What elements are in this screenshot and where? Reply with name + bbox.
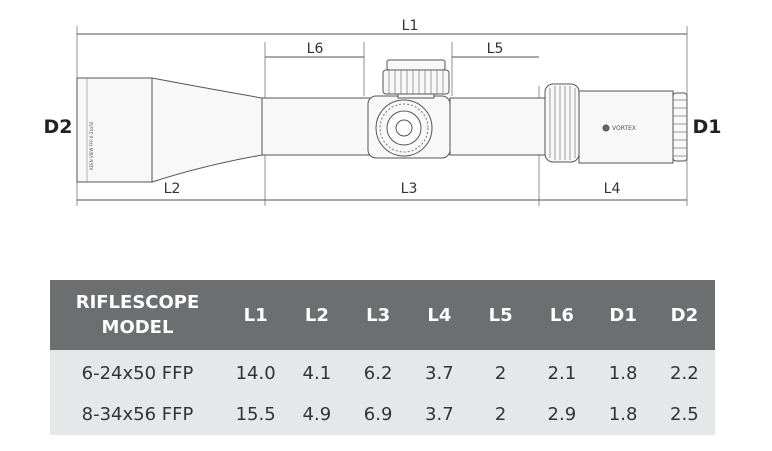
label-l5: L5 <box>487 41 504 57</box>
header-riflescope-model: RIFLESCOPE MODEL <box>50 280 225 350</box>
cell-model: 6-24x50 FFP <box>50 350 225 394</box>
table-header-row: RIFLESCOPE MODEL L1 L2 L3 L4 L5 L6 D1 D2 <box>50 280 715 350</box>
elevation-turret-cap <box>386 59 446 71</box>
cell-l3: 6.2 <box>347 350 409 394</box>
logo-icon <box>602 124 610 132</box>
label-l2: L2 <box>164 181 181 197</box>
elevation-turret <box>382 69 450 95</box>
header-l1: L1 <box>225 280 287 350</box>
spec-table: RIFLESCOPE MODEL L1 L2 L3 L4 L5 L6 D1 D2… <box>50 280 715 435</box>
cell-l3: 6.9 <box>347 394 409 435</box>
diopter-ring <box>672 92 688 162</box>
cell-d1: 1.8 <box>592 394 654 435</box>
cell-l5: 2 <box>470 350 532 394</box>
objective-bell <box>76 77 153 183</box>
cell-l1: 15.5 <box>225 394 287 435</box>
header-l4: L4 <box>408 280 470 350</box>
label-l6: L6 <box>307 41 324 57</box>
label-l4: L4 <box>604 181 621 197</box>
magnification-ring-knurling <box>549 86 576 160</box>
cell-l1: 14.0 <box>225 350 287 394</box>
table-row: 8-34x56 FFP 15.5 4.9 6.9 3.7 2 2.9 1.8 2… <box>50 394 715 435</box>
windage-turret-knurling <box>379 103 429 153</box>
cell-model: 8-34x56 FFP <box>50 394 225 435</box>
dimension-lines <box>77 33 687 201</box>
label-d2: D2 <box>44 116 73 138</box>
table-row: 6-24x50 FFP 14.0 4.1 6.2 3.7 2 2.1 1.8 2… <box>50 350 715 394</box>
label-d1: D1 <box>693 116 722 138</box>
cell-l2: 4.1 <box>286 350 348 394</box>
objective-taper <box>151 77 263 183</box>
header-model-line-1: RIFLESCOPE <box>75 292 200 313</box>
header-l6: L6 <box>531 280 593 350</box>
header-l3: L3 <box>347 280 409 350</box>
riflescope-drawing: KEEN VIEW FFP 6-24x50 <box>76 59 688 183</box>
label-l3: L3 <box>401 181 418 197</box>
main-tube-front <box>261 97 373 156</box>
header-l5: L5 <box>470 280 532 350</box>
header-d2: D2 <box>653 280 715 350</box>
cell-l4: 3.7 <box>408 350 470 394</box>
header-model-line-2: MODEL <box>101 317 174 338</box>
cell-l4: 3.7 <box>408 394 470 435</box>
cell-l5: 2 <box>470 394 532 435</box>
cell-l2: 4.9 <box>286 394 348 435</box>
cell-d2: 2.5 <box>653 394 715 435</box>
riflescope-diagram: L1 L6 L5 L2 L3 L4 D2 D1 KEEN VIEW FFP 6-… <box>44 18 722 206</box>
header-l2: L2 <box>286 280 348 350</box>
cell-d1: 1.8 <box>592 350 654 394</box>
ocular-logo: VORTEX <box>612 125 636 132</box>
cell-l6: 2.1 <box>531 350 593 394</box>
elevation-turret-knurling <box>388 70 444 94</box>
cell-l6: 2.9 <box>531 394 593 435</box>
main-tube-rear <box>449 97 546 156</box>
header-d1: D1 <box>592 280 654 350</box>
cell-d2: 2.2 <box>653 350 715 394</box>
eyepiece <box>578 90 674 164</box>
label-l1: L1 <box>402 18 419 34</box>
objective-print: KEEN VIEW FFP 6-24x50 <box>89 121 94 170</box>
